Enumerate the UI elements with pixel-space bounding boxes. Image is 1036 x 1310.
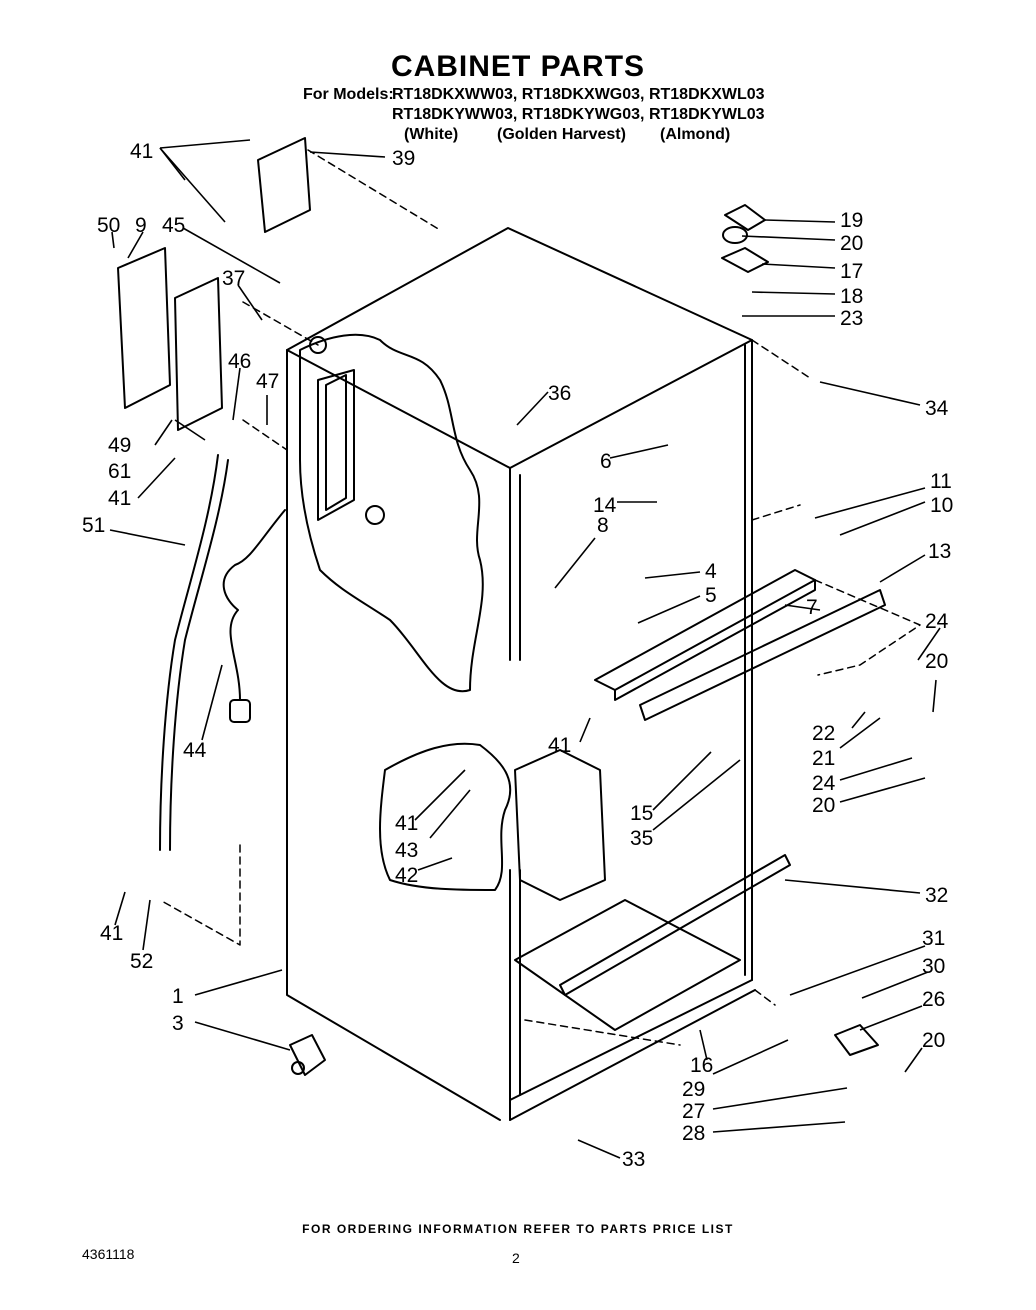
callout-42: 42 <box>395 864 418 887</box>
callout-13: 13 <box>928 540 951 563</box>
bottom-hinge-26 <box>834 1024 879 1056</box>
cutaway-upper <box>299 333 484 693</box>
callout-4: 4 <box>705 560 717 583</box>
callout-24-bottom: 24 <box>812 772 836 795</box>
callout-14: 14 <box>593 494 617 517</box>
models-line-2: RT18DKYWW03, RT18DKYWG03, RT18DKYWL03 <box>392 106 765 123</box>
callout-6: 6 <box>600 450 612 473</box>
callout-22: 22 <box>812 722 835 745</box>
callout-3: 3 <box>172 1012 184 1035</box>
models-line-1: RT18DKXWW03, RT18DKXWG03, RT18DKXWL03 <box>392 86 765 103</box>
callout-29: 29 <box>682 1078 705 1101</box>
ordering-note: FOR ORDERING INFORMATION REFER TO PARTS … <box>302 1222 734 1236</box>
callout-11: 11 <box>930 470 952 493</box>
callout-32: 32 <box>925 884 948 907</box>
callout-31: 31 <box>922 927 945 950</box>
callout-1: 1 <box>172 985 184 1008</box>
models-prefix: For Models: <box>303 86 394 103</box>
callout-15: 15 <box>630 802 653 825</box>
callout-34: 34 <box>925 397 949 420</box>
callout-46: 46 <box>228 350 251 373</box>
page-number: 2 <box>512 1250 520 1266</box>
callout-41-left: 41 <box>108 487 131 510</box>
callout-23: 23 <box>840 307 863 330</box>
callout-18: 18 <box>840 285 863 308</box>
callout-39: 39 <box>392 147 415 170</box>
cabinet-bottom <box>509 979 753 1101</box>
callout-52: 52 <box>130 950 153 973</box>
callout-8: 8 <box>597 514 609 537</box>
page-title: CABINET PARTS <box>390 50 646 83</box>
color-golden-harvest: (Golden Harvest) <box>497 126 626 143</box>
callout-17: 17 <box>840 260 863 283</box>
cabinet-left-side <box>286 349 501 1121</box>
callout-16: 16 <box>690 1054 713 1077</box>
callout-61: 61 <box>108 460 131 483</box>
divider-13 <box>639 589 886 721</box>
tube-51 <box>159 454 219 851</box>
callout-44: 44 <box>183 739 207 762</box>
callout-labels: 41 39 50 9 45 37 46 47 49 61 41 51 44 19… <box>82 140 953 1171</box>
callout-33: 33 <box>622 1148 645 1171</box>
callout-41-rail: 41 <box>548 734 571 757</box>
callout-47: 47 <box>256 370 279 393</box>
bracket-39 <box>257 137 311 233</box>
callout-24-top: 24 <box>925 610 949 633</box>
callout-41-bottom: 41 <box>100 922 123 945</box>
callout-51: 51 <box>82 514 105 537</box>
callout-41-evap: 41 <box>395 812 418 835</box>
power-cord <box>222 509 286 701</box>
callout-49: 49 <box>108 434 131 457</box>
callout-30: 30 <box>922 955 945 978</box>
callout-20-mid: 20 <box>925 650 948 673</box>
callout-28: 28 <box>682 1122 705 1145</box>
callout-26: 26 <box>922 988 945 1011</box>
document-number: 4361118 <box>82 1246 135 1262</box>
panel-49 <box>117 247 171 409</box>
floor-pan <box>514 899 741 1031</box>
cabinet-top-outline <box>286 227 753 469</box>
callout-41-top: 41 <box>130 140 153 163</box>
rail-32 <box>559 854 791 996</box>
callout-20-top: 20 <box>840 232 863 255</box>
color-white: (White) <box>404 126 459 143</box>
callout-21: 21 <box>812 747 835 770</box>
callout-50: 50 <box>97 214 120 237</box>
callout-20-bottom: 20 <box>922 1029 945 1052</box>
callout-35: 35 <box>630 827 653 850</box>
callout-27: 27 <box>682 1100 705 1123</box>
cutaway-lower <box>379 742 512 891</box>
callout-45: 45 <box>162 214 185 237</box>
callout-9: 9 <box>135 214 147 237</box>
callout-7: 7 <box>806 596 818 619</box>
callout-36: 36 <box>548 382 571 405</box>
callout-10: 10 <box>930 494 953 517</box>
gasket-61 <box>174 277 223 431</box>
callout-20-lower: 20 <box>812 794 835 817</box>
color-almond: (Almond) <box>660 126 731 143</box>
callout-19: 19 <box>840 209 863 232</box>
roller-3 <box>289 1034 326 1076</box>
top-hinge <box>721 247 769 273</box>
callout-5: 5 <box>705 584 717 607</box>
callout-37: 37 <box>222 267 245 290</box>
callout-43: 43 <box>395 839 418 862</box>
